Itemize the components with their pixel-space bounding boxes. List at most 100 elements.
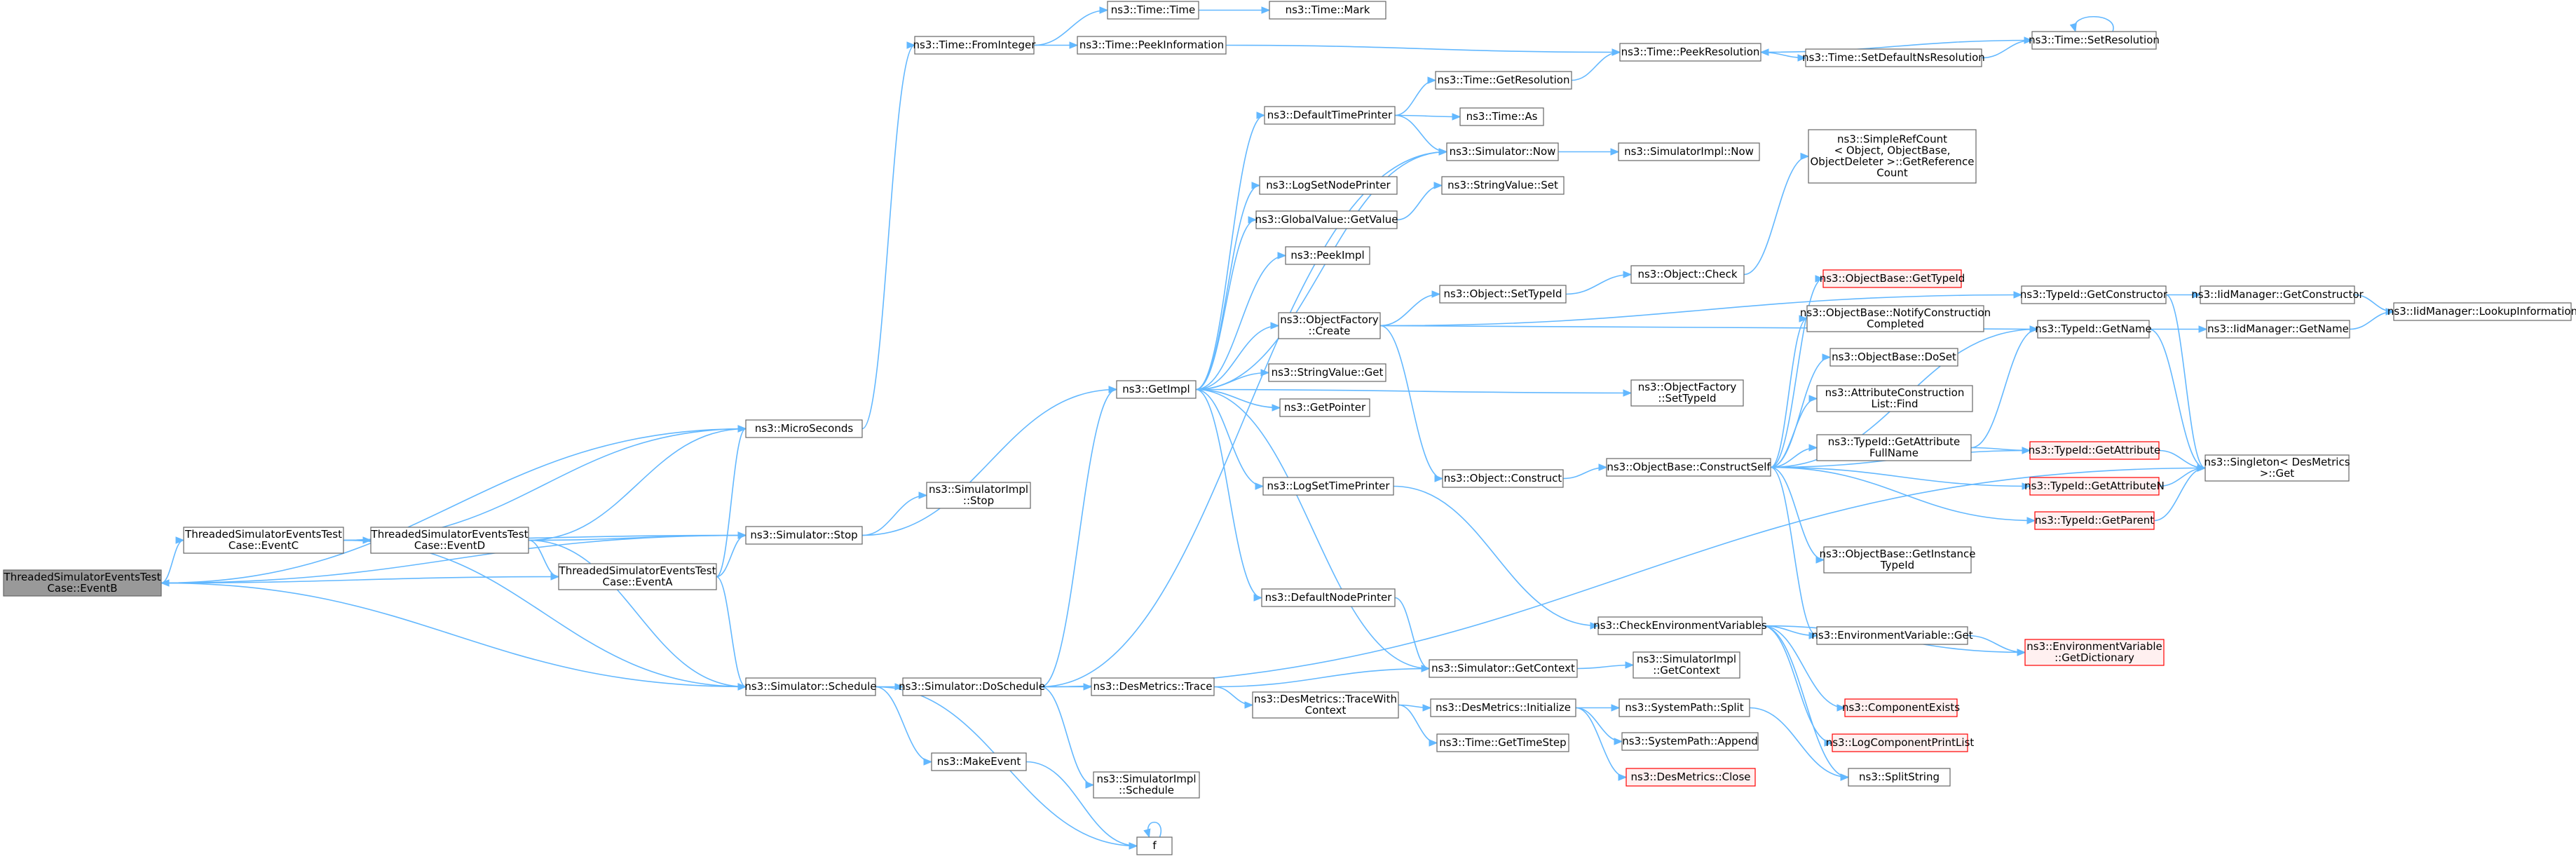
node-box	[2031, 31, 2157, 50]
edge-tidGetParent-to-singleton	[2153, 464, 2207, 522]
node-label: ns3::IidManager::GetName	[2207, 323, 2349, 335]
edge-line	[1040, 467, 2206, 688]
node-iidGetCtor[interactable]: ns3::IidManager::GetConstructor	[2191, 285, 2364, 304]
node-stop[interactable]: ns3::Simulator::Stop	[745, 526, 863, 545]
node-obGetTypeId[interactable]: ns3::ObjectBase::GetTypeId	[1820, 269, 1965, 288]
node-desInit[interactable]: ns3::DesMetrics::Initialize	[1430, 698, 1576, 717]
node-box	[1091, 677, 1215, 696]
edge-constructSelf-to-obGetTypeId	[1770, 275, 1825, 468]
node-timeStep[interactable]: ns3::Time::GetTimeStep	[1436, 733, 1569, 752]
node-tidGetName[interactable]: ns3::TypeId::GetName	[2035, 320, 2152, 339]
node-ofSetTypeId[interactable]: ns3::ObjectFactory::SetTypeId	[1630, 379, 1744, 407]
node-simImplNow[interactable]: ns3::SimulatorImpl::Now	[1618, 142, 1760, 161]
node-box	[2029, 477, 2160, 496]
edge-arrowhead	[1610, 148, 1620, 156]
edge-desTrace-to-simGetCtx	[1213, 665, 1431, 688]
node-gvGetValue[interactable]: ns3::GlobalValue::GetValue	[1255, 210, 1398, 229]
node-desClose[interactable]: ns3::DesMetrics::Close	[1626, 768, 1756, 787]
node-defTimePrinter[interactable]: ns3::DefaultTimePrinter	[1264, 106, 1396, 125]
node-box	[1107, 1, 1199, 20]
node-iidLookup[interactable]: ns3::IidManager::LookupInformation	[2387, 302, 2576, 321]
node-simGetCtx[interactable]: ns3::Simulator::GetContext	[1429, 659, 1578, 678]
node-obDoSet[interactable]: ns3::ObjectBase::DoSet	[1829, 348, 1958, 367]
node-objCheck[interactable]: ns3::Object::Check	[1630, 265, 1745, 284]
edge-objSetTypeId-to-objCheck	[1565, 271, 1633, 295]
edge-getImpl-to-logSetNode	[1195, 182, 1261, 391]
node-label: ns3::IidManager::LookupInformation	[2387, 305, 2576, 318]
node-timeAs[interactable]: ns3::Time::As	[1459, 107, 1544, 126]
node-getPointer[interactable]: ns3::GetPointer	[1279, 398, 1370, 417]
node-compExists[interactable]: ns3::ComponentExists	[1842, 698, 1960, 717]
edge-line	[1379, 325, 1443, 480]
node-timeTime[interactable]: ns3::Time::Time	[1107, 1, 1199, 20]
node-label: ThreadedSimulatorEventsTest	[184, 528, 342, 541]
node-fromInt[interactable]: ns3::Time::FromInteger	[913, 36, 1037, 55]
node-objSetTypeId[interactable]: ns3::Object::SetTypeId	[1439, 285, 1567, 304]
node-svSet[interactable]: ns3::StringValue::Set	[1441, 176, 1565, 195]
node-defNodePrinter[interactable]: ns3::DefaultNodePrinter	[1261, 588, 1396, 607]
edge-arrowhead	[1438, 148, 1448, 156]
node-schedule[interactable]: ns3::Simulator::Schedule	[744, 677, 877, 696]
edge-arrowhead	[923, 758, 933, 766]
edge-line	[875, 686, 932, 763]
node-logCompPrint[interactable]: ns3::LogComponentPrintList	[1826, 733, 1975, 752]
node-doSchedule[interactable]: ns3::Simulator::DoSchedule	[899, 677, 1045, 696]
node-peekInfo[interactable]: ns3::Time::PeekInformation	[1077, 36, 1227, 55]
edge-getImpl-to-defTimePrinter	[1195, 111, 1266, 391]
node-simImplGetCtx[interactable]: ns3::SimulatorImpl::GetContext	[1633, 651, 1740, 679]
node-simNow[interactable]: ns3::Simulator::Now	[1446, 142, 1559, 161]
node-obNotify[interactable]: ns3::ObjectBase::NotifyConstructionCompl…	[1800, 305, 1991, 332]
node-peekRes[interactable]: ns3::Time::PeekResolution	[1619, 43, 1761, 62]
node-box	[1279, 398, 1370, 417]
node-logSetTime[interactable]: ns3::LogSetTimePrinter	[1262, 477, 1394, 496]
node-splitString[interactable]: ns3::SplitString	[1848, 768, 1951, 787]
node-envGetDict[interactable]: ns3::EnvironmentVariable::GetDictionary	[2024, 639, 2165, 666]
node-constructSelf[interactable]: ns3::ObjectBase::ConstructSelf	[1606, 458, 1771, 477]
node-setDefNsRes[interactable]: ns3::Time::SetDefaultNsResolution	[1802, 48, 1985, 67]
node-getRes[interactable]: ns3::Time::GetResolution	[1435, 71, 1572, 90]
node-makeEvent[interactable]: ns3::MakeEvent	[931, 752, 1027, 771]
node-checkEnv[interactable]: ns3::CheckEnvironmentVariables	[1593, 616, 1767, 635]
edge-line	[1394, 597, 1430, 670]
node-peekImpl[interactable]: ns3::PeekImpl	[1285, 246, 1370, 265]
node-getImpl[interactable]: ns3::GetImpl	[1116, 380, 1197, 399]
node-spSplit[interactable]: ns3::SystemPath::Split	[1618, 698, 1750, 717]
node-tidGetAttrN[interactable]: ns3::TypeId::GetAttributeN	[2024, 477, 2165, 496]
node-label: ns3::SystemPath::Append	[1622, 735, 1758, 747]
node-iidGetName[interactable]: ns3::IidManager::GetName	[2206, 320, 2350, 339]
node-simImplSched[interactable]: ns3::SimulatorImpl::Schedule	[1093, 771, 1200, 799]
node-label: ns3::ObjectBase::DoSet	[1832, 351, 1956, 363]
node-timeMark[interactable]: ns3::Time::Mark	[1269, 1, 1386, 20]
node-tidGetParent[interactable]: ns3::TypeId::GetParent	[2034, 511, 2155, 530]
node-envGet[interactable]: ns3::EnvironmentVariable::Get	[1811, 626, 1973, 645]
node-tidGetAttr[interactable]: ns3::TypeId::GetAttribute	[2029, 441, 2160, 460]
node-label: ::Schedule	[1119, 784, 1174, 796]
node-simImplStop[interactable]: ns3::SimulatorImpl::Stop	[926, 482, 1031, 509]
node-spAppend[interactable]: ns3::SystemPath::Append	[1621, 732, 1759, 751]
edge-simNow-to-simImplNow	[1558, 148, 1620, 156]
node-setRes[interactable]: ns3::Time::SetResolution	[2029, 31, 2160, 50]
edge-line	[1770, 318, 1808, 468]
node-desTrace[interactable]: ns3::DesMetrics::Trace	[1091, 677, 1215, 696]
node-objConstruct[interactable]: ns3::Object::Construct	[1442, 469, 1564, 488]
node-tidGetCtor[interactable]: ns3::TypeId::GetConstructor	[2020, 285, 2168, 304]
node-svGet[interactable]: ns3::StringValue::Get	[1268, 363, 1386, 382]
edge-arrowhead	[1799, 315, 1808, 323]
node-simpleRef[interactable]: ns3::SimpleRefCount< Object, ObjectBase,…	[1808, 129, 1977, 184]
node-logSetNode[interactable]: ns3::LogSetNodePrinter	[1259, 176, 1398, 195]
node-micro[interactable]: ns3::MicroSeconds	[745, 419, 863, 438]
node-box	[1136, 836, 1173, 855]
node-singleton[interactable]: ns3::Singleton< DesMetrics>::Get	[2204, 454, 2350, 482]
node-f[interactable]: f	[1136, 836, 1173, 855]
node-box	[1439, 285, 1567, 304]
node-ofCreate[interactable]: ns3::ObjectFactory::Create	[1278, 312, 1381, 339]
edge-getImpl-to-ofCreate	[1195, 322, 1280, 391]
